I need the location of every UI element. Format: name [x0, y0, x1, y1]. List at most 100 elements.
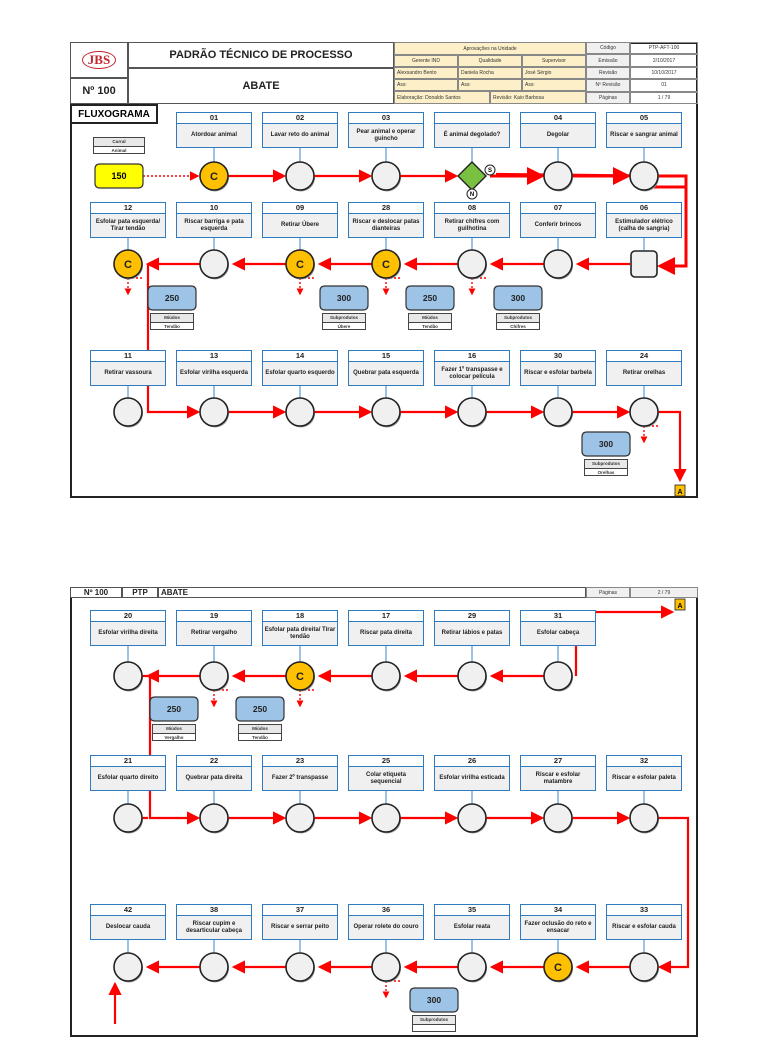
output-tag: 250	[149, 696, 199, 722]
step-number: 36	[349, 905, 423, 916]
decision-no-marker	[466, 188, 478, 200]
page-subtitle: ABATE	[128, 68, 394, 104]
process-step[interactable]: É animal degolado?	[434, 112, 510, 148]
step-label: Riscar e esfolar barbela	[524, 370, 592, 376]
step-label: Quebrar pata esquerda	[353, 370, 419, 376]
step-label: Retirar vergalho	[190, 630, 238, 636]
output-tag-item: Tendão	[164, 324, 180, 329]
step-number: 15	[349, 351, 423, 362]
role-supervisor: Supervisor	[522, 55, 586, 67]
step-number: 27	[521, 756, 595, 767]
operation-node	[543, 803, 573, 833]
step-label: Esfolar pata esquerda/ Tirar tendão	[95, 218, 161, 232]
jbs-logo: JBS	[81, 51, 117, 69]
input-source: Curral	[94, 138, 144, 147]
step-number: 16	[435, 351, 509, 362]
p2-subtitle: ABATE	[158, 587, 586, 598]
operation-node	[457, 661, 487, 691]
step-label: É animal degolado?	[443, 132, 501, 138]
offpage-connector-label: A	[677, 603, 682, 610]
step-label: Fazer 2º transpasse	[271, 775, 329, 781]
step-number: 14	[263, 351, 337, 362]
flow-line	[657, 816, 690, 974]
step-label: Operar rolete do couro	[353, 924, 419, 930]
operation-node	[543, 397, 573, 427]
step-label: Riscar pata direita	[359, 630, 413, 636]
operation-node	[543, 161, 573, 191]
step-label: Retirar chifres com guilhotina	[444, 218, 500, 232]
step-number: 10	[177, 203, 251, 214]
flow-line	[658, 410, 687, 483]
step-label: Riscar e esfolar matambre	[535, 771, 581, 785]
step-label: Colar etiqueta sequencial	[365, 771, 406, 785]
output-tag-shape	[405, 285, 455, 311]
step-number: 21	[91, 756, 165, 767]
control-point-node	[199, 161, 229, 191]
output-tag: 250	[235, 696, 285, 722]
meta-value: 01	[630, 79, 698, 92]
decision-no-label: N	[470, 192, 474, 198]
decision-node	[457, 161, 487, 191]
operation-node	[199, 661, 229, 691]
control-point-label: C	[382, 259, 390, 271]
step-number: 01	[177, 113, 251, 124]
doc-number: Nº 100	[70, 78, 128, 104]
output-tag-value: 250	[253, 704, 267, 714]
control-point-label: C	[124, 259, 132, 271]
step-label: Deslocar cauda	[105, 924, 151, 930]
output-tag-category: Miúdos	[151, 314, 193, 323]
step-label: Esfolar reata	[453, 924, 491, 930]
control-point-node	[543, 952, 573, 982]
operation-node	[629, 952, 659, 982]
operation-node	[629, 397, 659, 427]
step-number: 35	[435, 905, 509, 916]
operation-node	[371, 161, 401, 191]
step-label: Esfolar quarto esquerdo	[265, 370, 335, 376]
offpage-connector	[674, 598, 686, 611]
operation-node	[285, 803, 315, 833]
role-gerente: Gerente IND	[394, 55, 458, 67]
